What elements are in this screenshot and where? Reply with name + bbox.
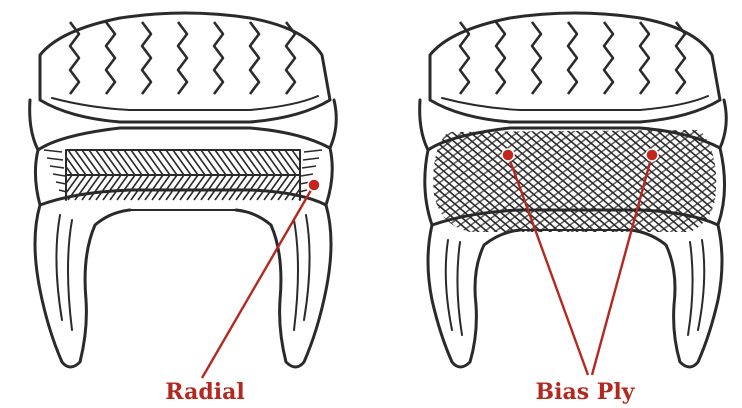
belt-hatch-line	[47, 150, 65, 175]
ply-line-forward	[735, 120, 742, 240]
side-ply-line	[50, 166, 64, 168]
bias-pointer-dot-right	[646, 149, 658, 161]
bias-tread-base-line	[442, 96, 708, 110]
belt-hatch-line	[334, 175, 352, 200]
belt-hatch-line	[320, 150, 338, 175]
side-ply-line	[304, 150, 322, 152]
tread-groove	[214, 22, 223, 94]
bias-left-sidewall	[428, 225, 520, 367]
ply-line-forward	[726, 120, 742, 240]
radial-shoulder	[30, 100, 337, 150]
tread-groove	[106, 22, 115, 94]
ply-line-forward	[717, 120, 742, 240]
tread-groove	[142, 22, 151, 94]
side-ply-line	[56, 182, 66, 184]
belt-hatch-line	[313, 150, 331, 175]
side-ply-line	[303, 158, 319, 160]
side-ply-line	[44, 150, 62, 152]
tread-groove	[496, 22, 505, 94]
radial-left-inner-lines	[56, 215, 72, 330]
tread-groove	[286, 22, 295, 94]
tread-groove	[676, 22, 685, 94]
ply-line-backward	[297, 120, 457, 240]
belt-hatch-line	[40, 150, 58, 175]
bias-pointer-line-right	[592, 155, 652, 375]
radial-label: Radial	[165, 379, 244, 405]
ply-line-backward	[264, 120, 424, 240]
tread-groove	[604, 22, 613, 94]
bias-left-inner-lines	[446, 240, 462, 335]
tread-groove	[640, 22, 649, 94]
belt-hatch-line	[40, 175, 58, 200]
belt-hatch-line	[47, 175, 65, 200]
bias-ply-tire	[220, 13, 742, 375]
radial-pointer-dot	[308, 179, 320, 191]
bias-right-sidewall	[630, 225, 722, 367]
side-ply-line	[302, 166, 316, 168]
belt-hatch-line	[334, 150, 352, 175]
tread-groove	[532, 22, 541, 94]
belt-hatch-line	[299, 150, 317, 175]
bias-right-inner-lines	[688, 240, 704, 335]
bias-crossing-plies	[220, 120, 742, 240]
tread-groove	[178, 22, 187, 94]
bias-ply-label: Bias Ply	[536, 379, 636, 405]
radial-tread-base-line	[52, 96, 318, 110]
tread-groove	[568, 22, 577, 94]
tread-groove	[250, 22, 259, 94]
radial-tire	[30, 13, 352, 378]
radial-left-sidewall	[35, 205, 130, 367]
side-ply-line	[53, 174, 65, 176]
radial-right-inner-lines	[294, 215, 310, 330]
radial-tread-pattern	[70, 22, 295, 94]
radial-right-sidewall	[236, 205, 331, 367]
bias-tread-pattern	[460, 22, 685, 94]
belt-hatch-line	[306, 150, 324, 175]
side-ply-line	[47, 158, 63, 160]
side-ply-line	[301, 174, 313, 176]
bias-pointer-dot-left	[502, 149, 514, 161]
